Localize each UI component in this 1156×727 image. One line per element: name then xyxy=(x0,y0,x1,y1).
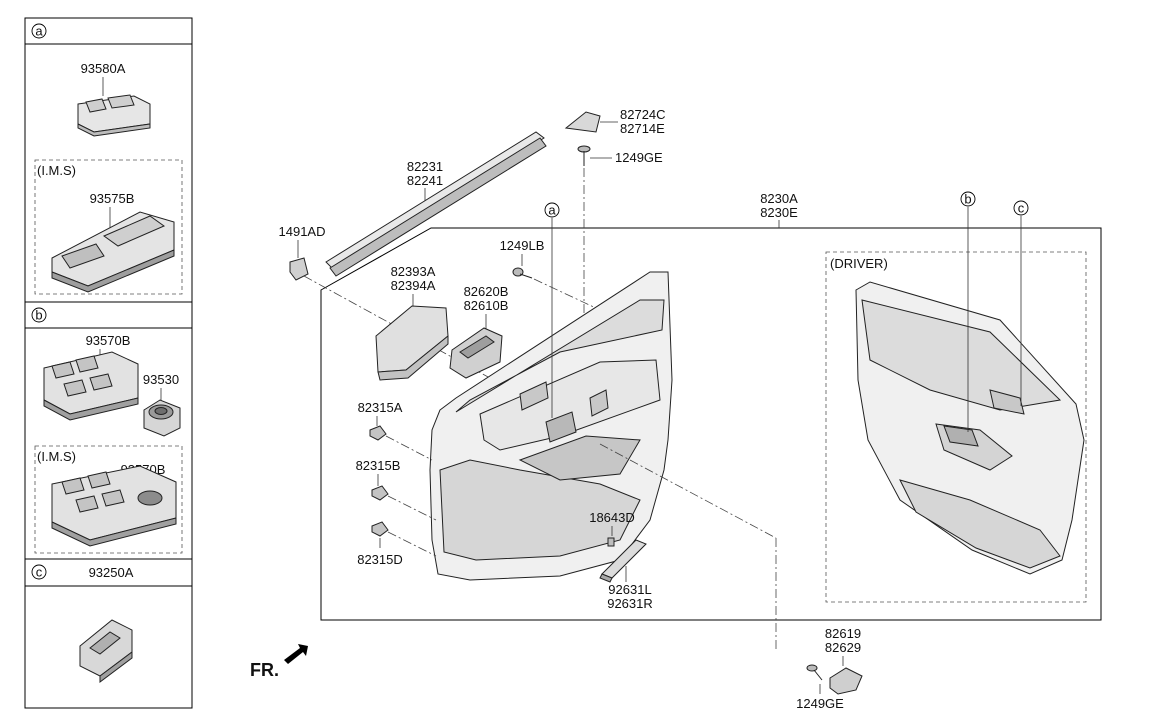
window-switch-93575B xyxy=(51,211,175,293)
marker-c-main: c xyxy=(1013,201,1029,216)
part-82315D-label: 82315D xyxy=(357,552,403,567)
cover-82619 xyxy=(829,667,863,695)
part-82724C-label: 82724C xyxy=(620,107,666,122)
front-direction-label: FR. xyxy=(250,660,279,680)
screw-1249LB xyxy=(512,267,533,279)
cap-82724C xyxy=(564,111,601,133)
part-82241-label: 82241 xyxy=(407,173,443,188)
clip-82315D xyxy=(371,521,389,537)
handle-82620B xyxy=(449,327,503,379)
trim-assembly-boundary xyxy=(320,227,1102,621)
lamp-92631L xyxy=(599,539,647,583)
section-c-marker: c xyxy=(31,565,47,580)
driver-box xyxy=(825,251,1087,603)
part-1249GE-bottom-label: 1249GE xyxy=(796,696,844,711)
driver-label: (DRIVER) xyxy=(830,256,888,271)
sidebar-panel: a 93580A (I.M.S) 93575B b 93570B xyxy=(24,17,193,709)
ims-title-b: (I.M.S) xyxy=(37,449,76,464)
ims-box-a xyxy=(34,159,183,295)
section-b-marker: b xyxy=(31,308,47,323)
part-1249LB-label: 1249LB xyxy=(500,238,545,253)
part-82394A-label: 82394A xyxy=(391,278,436,293)
part-8230E-label: 8230E xyxy=(760,205,798,220)
part-92631L-label: 92631L xyxy=(608,582,651,597)
part-82393A-label: 82393A xyxy=(391,264,436,279)
window-switch-93570B-ims xyxy=(51,465,177,547)
marker-b-main: b xyxy=(960,192,976,207)
part-82610B-label: 82610B xyxy=(464,298,509,313)
part-82619-label: 82619 xyxy=(825,626,861,641)
door-trim-panel xyxy=(429,271,673,581)
bulb-18643D xyxy=(607,537,615,547)
window-switch-93580A xyxy=(77,94,151,137)
ims-title-a: (I.M.S) xyxy=(37,163,76,178)
svg-text:c: c xyxy=(1018,201,1025,216)
part-93530-label: 93530 xyxy=(143,372,179,387)
part-82714E-label: 82714E xyxy=(620,121,665,136)
clip-1491AD xyxy=(289,257,309,281)
part-82315B-label: 82315B xyxy=(356,458,401,473)
marker-a-main: a xyxy=(544,203,560,218)
section-a-marker: a xyxy=(31,24,47,39)
part-82231-label: 82231 xyxy=(407,159,443,174)
part-93580A-label: 93580A xyxy=(81,61,126,76)
screw-1249GE-top xyxy=(577,145,591,166)
part-82315A-label: 82315A xyxy=(358,400,403,415)
svg-text:a: a xyxy=(35,24,43,39)
svg-text:a: a xyxy=(548,203,556,218)
part-82629-label: 82629 xyxy=(825,640,861,655)
svg-text:b: b xyxy=(35,308,42,323)
weatherstrip-82231 xyxy=(325,131,547,277)
part-93250A-label: 93250A xyxy=(89,565,134,580)
clip-82315B xyxy=(371,485,389,501)
svg-text:b: b xyxy=(964,192,971,207)
part-93575B-label: 93575B xyxy=(90,191,135,206)
part-18643D-label: 18643D xyxy=(589,510,635,525)
screw-1249GE-bottom xyxy=(806,664,823,681)
pad-82393A xyxy=(375,305,449,381)
svg-text:c: c xyxy=(36,565,43,580)
part-1249GE-top-label: 1249GE xyxy=(615,150,663,165)
part-82620B-label: 82620B xyxy=(464,284,509,299)
switch-93250A xyxy=(79,619,133,683)
driver-door-panel xyxy=(855,281,1085,575)
part-1491AD-label: 1491AD xyxy=(279,224,326,239)
part-93570B-label: 93570B xyxy=(86,333,131,348)
mirror-switch-93530 xyxy=(143,399,181,437)
part-8230A-label: 8230A xyxy=(760,191,798,206)
window-switch-93570B xyxy=(43,351,139,421)
front-arrow-icon xyxy=(284,644,308,664)
part-92631R-label: 92631R xyxy=(607,596,653,611)
ims-box-b xyxy=(34,445,183,554)
clip-82315A xyxy=(369,425,387,441)
